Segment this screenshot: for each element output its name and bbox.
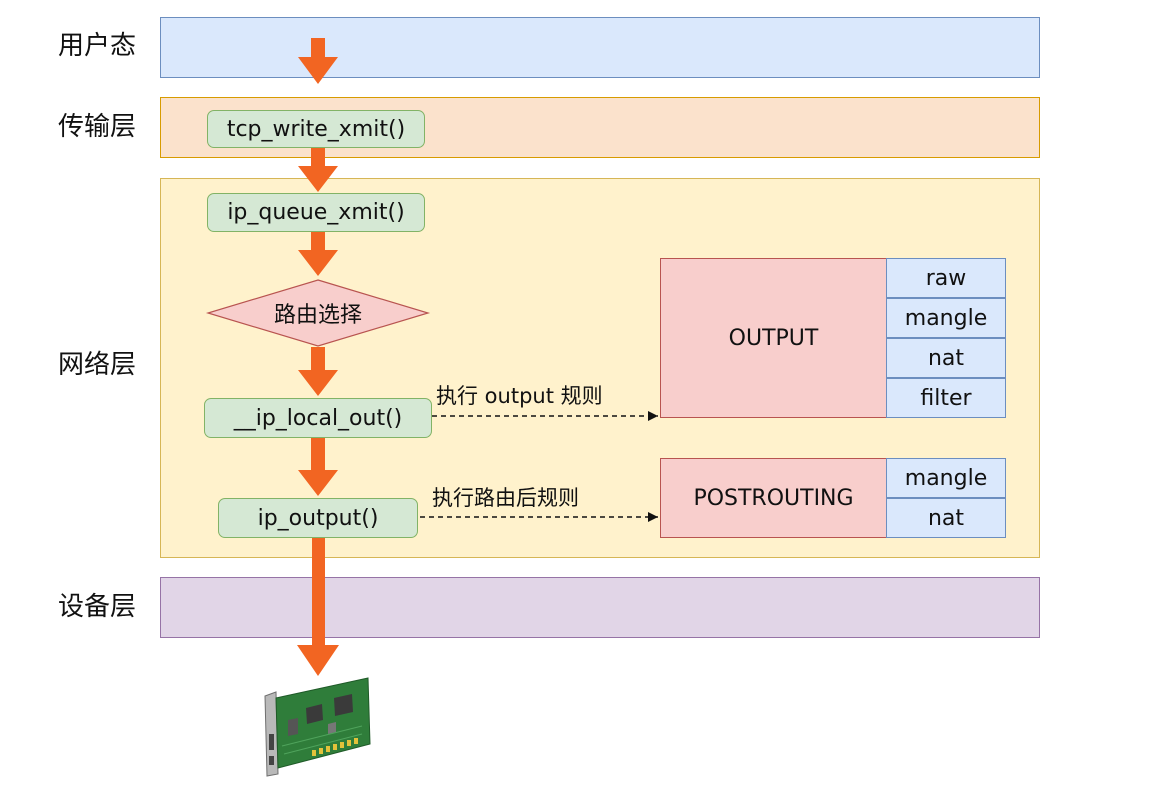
edge-label-postrouting-rule: 执行路由后规则 xyxy=(432,482,579,512)
output-table-filter: filter xyxy=(886,378,1006,418)
flow-arrow-ipqueue-to-routing xyxy=(298,232,338,276)
routing-decision-diamond xyxy=(205,279,431,347)
layer-label-device: 设备层 xyxy=(58,592,137,622)
layer-label-network: 网络层 xyxy=(58,350,137,380)
chain-box-output: OUTPUT xyxy=(660,258,887,418)
postrouting-table-nat: nat xyxy=(886,498,1006,538)
func-box-ip-output: ip_output() xyxy=(218,498,418,538)
postrouting-table-mangle: mangle xyxy=(886,458,1006,498)
output-table-nat: nat xyxy=(886,338,1006,378)
flow-arrow-routing-to-localout xyxy=(298,347,338,396)
layer-label-user: 用户态 xyxy=(58,31,137,61)
device-layer-band xyxy=(160,577,1040,638)
func-box-tcp-write-xmit: tcp_write_xmit() xyxy=(207,110,425,148)
output-table-raw: raw xyxy=(886,258,1006,298)
flow-arrow-user-to-tcp xyxy=(298,38,338,84)
output-table-mangle: mangle xyxy=(886,298,1006,338)
flow-arrow-output-to-nic xyxy=(297,538,339,676)
flow-arrows xyxy=(297,38,339,676)
routing-decision-label: 路由选择 xyxy=(273,303,362,328)
edge-label-output-rule: 执行 output 规则 xyxy=(436,380,603,410)
layer-label-transport: 传输层 xyxy=(58,112,137,142)
flow-arrow-tcp-to-ipqueue xyxy=(298,148,338,192)
chain-box-postrouting: POSTROUTING xyxy=(660,458,887,538)
flow-arrow-localout-to-output xyxy=(298,438,338,496)
network-card-icon xyxy=(264,677,371,777)
func-box-ip-local-out: __ip_local_out() xyxy=(204,398,432,438)
func-box-ip-queue-xmit: ip_queue_xmit() xyxy=(207,193,425,232)
